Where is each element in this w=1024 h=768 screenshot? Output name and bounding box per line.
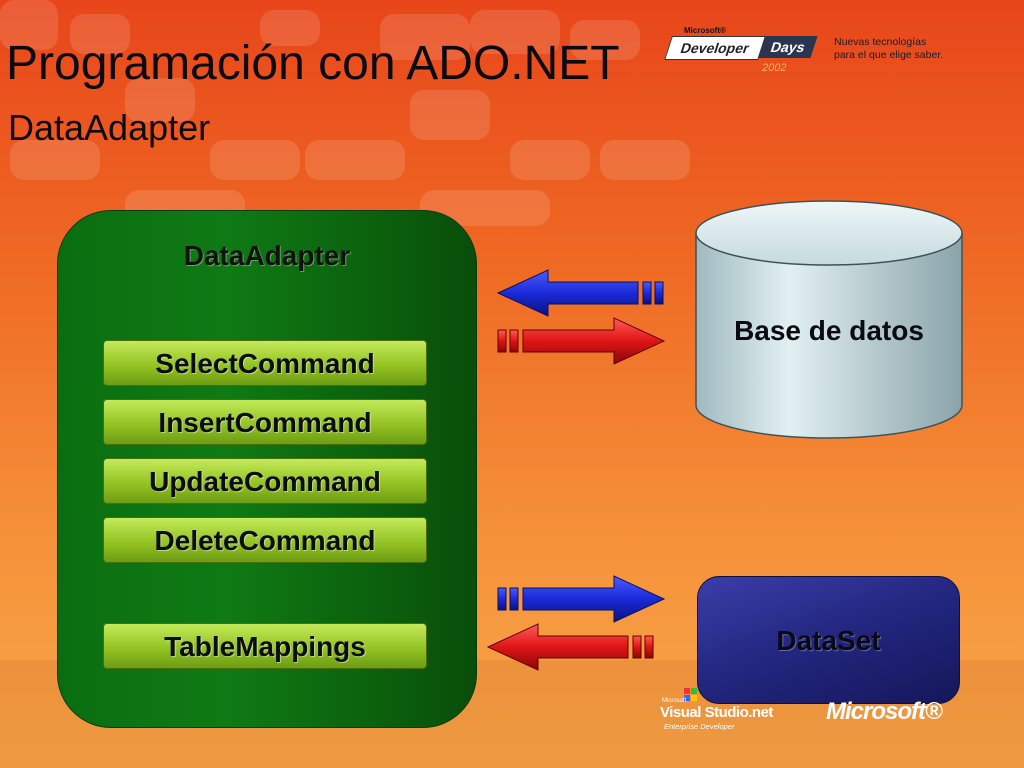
background-tile [305,140,405,180]
arrow-right-red-icon [497,317,666,365]
background-tile [380,14,470,60]
windows-flag-icon [684,688,697,701]
background-tile [260,10,320,46]
slide-subtitle: DataAdapter [8,107,211,148]
insert-command-box: InsertCommand [103,399,427,445]
background-tile [125,78,195,122]
logo-slogan: Nuevas tecnologías para el que elige sab… [834,36,969,62]
background-tile [570,20,640,60]
visual-studio-logo: Microsoft Visual Studio.net Enterprise D… [660,688,790,736]
background-tile [10,140,100,180]
dataset-label: DataSet [776,625,881,656]
background-tile [0,0,58,50]
dataadapter-title: DataAdapter [183,240,351,271]
background-tile [470,10,560,54]
vs-name-text: Visual Studio.net [660,704,773,721]
background-tile [600,140,690,180]
logo-days-text: Days [758,36,818,58]
background-tile [210,140,300,180]
database-cylinder-icon [695,200,963,439]
logo-year-text: 2002 [762,62,787,74]
arrow-left-blue-icon [496,269,664,317]
delete-command-box: DeleteCommand [103,517,427,563]
background-tile [510,140,590,180]
arrow-right-blue-icon [497,575,666,623]
database-label: Base de datos [734,315,924,346]
select-command-box: SelectCommand [103,340,427,386]
arrow-left-red-icon [486,623,654,671]
microsoft-logo: Microsoft® [826,698,943,725]
slide-title: Programación con ADO.NET [6,37,620,90]
vs-microsoft-text: Microsoft [662,698,687,704]
vs-edition-text: Enterprise Developer [664,722,735,731]
logo-slogan-line: Nuevas tecnologías [834,36,927,48]
background-tile [70,14,130,54]
dataset-box [697,576,960,704]
developer-days-logo: Microsoft® Developer Days 2002 Nuevas te… [662,26,962,86]
logo-microsoft-text: Microsoft® [684,26,726,35]
table-mappings-box: TableMappings [103,623,427,669]
update-command-box: UpdateCommand [103,458,427,504]
logo-slogan-line: para el que elige saber. [834,49,944,61]
logo-developer-text: Developer [664,36,766,60]
background-tile [410,90,490,140]
